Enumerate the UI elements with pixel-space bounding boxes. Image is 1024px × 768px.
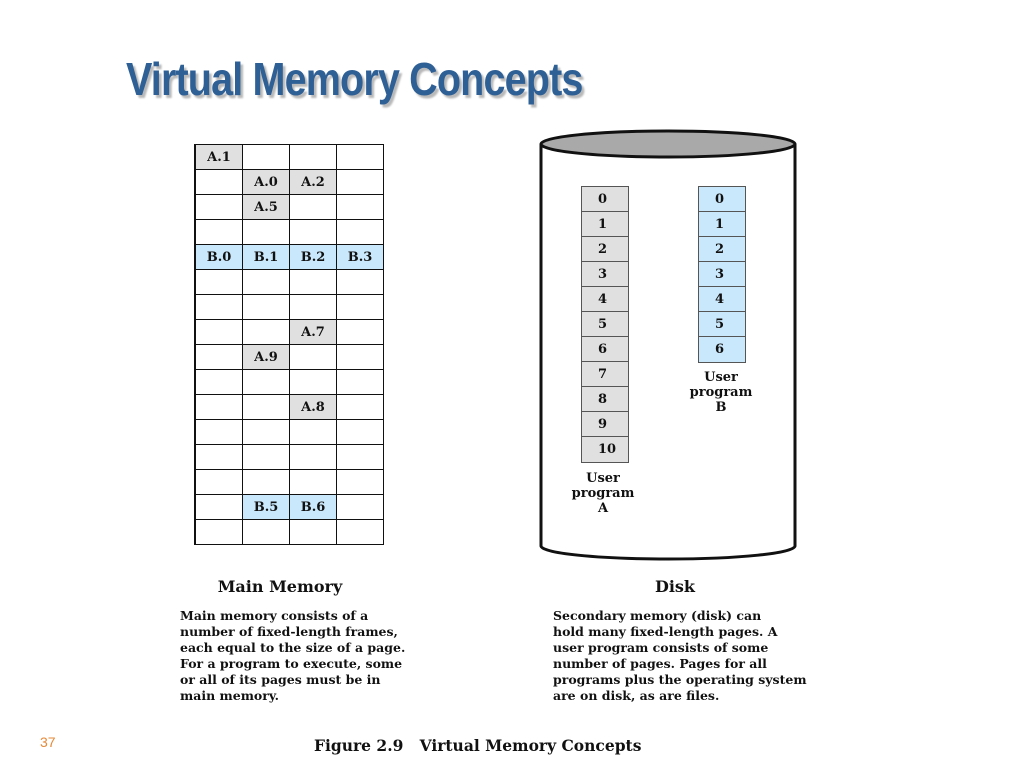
empty-frame (196, 220, 243, 245)
empty-frame (196, 170, 243, 195)
empty-frame (290, 220, 337, 245)
empty-frame (337, 170, 384, 195)
program-b-page-0: 0 (699, 187, 745, 212)
program-b-page-4: 4 (699, 287, 745, 312)
empty-frame (337, 270, 384, 295)
frame-page-a-7: A.7 (290, 320, 337, 345)
frame-page-a-5: A.5 (243, 195, 290, 220)
program-a-page-5: 5 (582, 312, 628, 337)
empty-frame (196, 370, 243, 395)
empty-frame (196, 520, 243, 545)
empty-frame (196, 345, 243, 370)
empty-frame (337, 145, 384, 170)
frame-page-a-9: A.9 (243, 345, 290, 370)
program-a-page-1: 1 (582, 212, 628, 237)
frame-page-b-3: B.3 (337, 245, 384, 270)
frame-page-a-0: A.0 (243, 170, 290, 195)
empty-frame (196, 495, 243, 520)
empty-frame (290, 270, 337, 295)
empty-frame (337, 295, 384, 320)
program-a-page-9: 9 (582, 412, 628, 437)
slide-number: 37 (40, 734, 56, 750)
empty-frame (196, 395, 243, 420)
main-memory-label: Main Memory (217, 577, 343, 596)
program-b-page-6: 6 (699, 337, 745, 362)
empty-frame (243, 145, 290, 170)
empty-frame (243, 520, 290, 545)
disk-caption: Secondary memory (disk) can hold many fi… (553, 608, 807, 703)
empty-frame (196, 295, 243, 320)
empty-frame (337, 520, 384, 545)
frame-page-a-2: A.2 (290, 170, 337, 195)
empty-frame (196, 320, 243, 345)
program-a-page-3: 3 (582, 262, 628, 287)
disk-label: Disk (654, 577, 696, 596)
frame-page-b-1: B.1 (243, 245, 290, 270)
empty-frame (337, 420, 384, 445)
program-a-page-4: 4 (582, 287, 628, 312)
program-a-page-6: 6 (582, 337, 628, 362)
user-program-b-label: User program B (689, 370, 753, 415)
frame-page-a-8: A.8 (290, 395, 337, 420)
program-a-page-8: 8 (582, 387, 628, 412)
frame-page-b-2: B.2 (290, 245, 337, 270)
empty-frame (337, 445, 384, 470)
empty-frame (290, 145, 337, 170)
main-memory-caption: Main memory consists of a number of fixe… (180, 608, 406, 703)
empty-frame (196, 445, 243, 470)
user-program-a-label: User program A (571, 471, 635, 516)
empty-frame (337, 345, 384, 370)
empty-frame (196, 195, 243, 220)
empty-frame (337, 395, 384, 420)
empty-frame (290, 420, 337, 445)
program-a-page-2: 2 (582, 237, 628, 262)
empty-frame (337, 370, 384, 395)
empty-frame (337, 320, 384, 345)
empty-frame (290, 370, 337, 395)
empty-frame (243, 470, 290, 495)
empty-frame (337, 220, 384, 245)
empty-frame (243, 270, 290, 295)
empty-frame (196, 470, 243, 495)
frame-page-b-6: B.6 (290, 495, 337, 520)
program-b-page-1: 1 (699, 212, 745, 237)
slide-title: Virtual Memory Concepts (126, 53, 583, 105)
empty-frame (243, 420, 290, 445)
frame-page-b-0: B.0 (196, 245, 243, 270)
empty-frame (196, 270, 243, 295)
empty-frame (337, 495, 384, 520)
empty-frame (196, 420, 243, 445)
program-a-page-7: 7 (582, 362, 628, 387)
frame-page-a-1: A.1 (196, 145, 243, 170)
empty-frame (243, 295, 290, 320)
program-b-page-5: 5 (699, 312, 745, 337)
empty-frame (243, 320, 290, 345)
frame-page-b-5: B.5 (243, 495, 290, 520)
empty-frame (290, 195, 337, 220)
program-b-page-2: 2 (699, 237, 745, 262)
program-a-page-0: 0 (582, 187, 628, 212)
empty-frame (243, 370, 290, 395)
empty-frame (290, 345, 337, 370)
program-a-page-10: 10 (582, 437, 628, 462)
empty-frame (337, 195, 384, 220)
figure-caption: Figure 2.9 Virtual Memory Concepts (314, 736, 642, 755)
empty-frame (290, 470, 337, 495)
empty-frame (243, 395, 290, 420)
empty-frame (290, 295, 337, 320)
program-b-page-3: 3 (699, 262, 745, 287)
empty-frame (290, 445, 337, 470)
empty-frame (337, 470, 384, 495)
empty-frame (243, 220, 290, 245)
empty-frame (243, 445, 290, 470)
empty-frame (290, 520, 337, 545)
